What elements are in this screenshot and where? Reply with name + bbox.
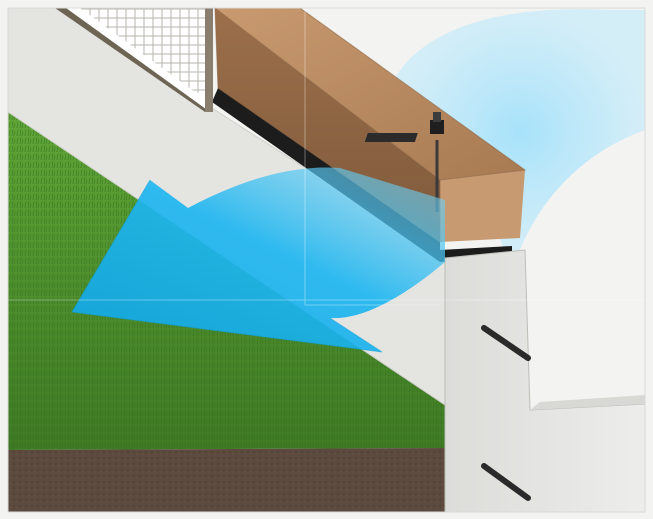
timber-sill-end xyxy=(440,170,525,242)
